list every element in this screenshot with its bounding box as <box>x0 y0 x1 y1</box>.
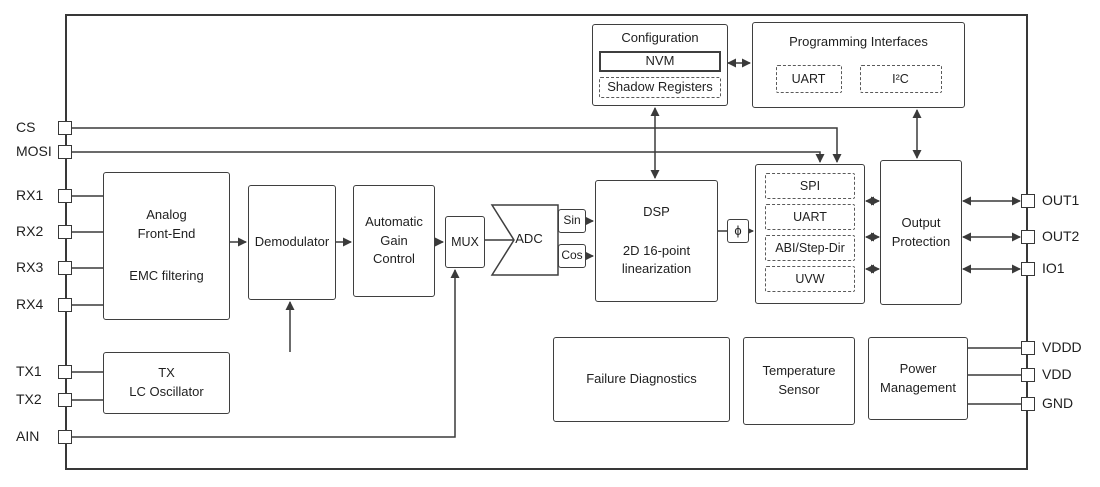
pin-rx1 <box>58 189 72 203</box>
ain-line <box>72 269 460 438</box>
tx-lc-oscillator-block: TX LC Oscillator <box>103 352 230 414</box>
pin-tx1 <box>58 365 72 379</box>
i2c-label: I²C <box>892 71 909 86</box>
mux-label: MUX <box>451 234 479 249</box>
pin-label-vdd: VDD <box>1042 366 1072 382</box>
output-protection-line1: Output <box>901 214 941 230</box>
phi-label: ϕ <box>734 222 742 238</box>
automatic-gain-control-block: Automatic Gain Control <box>353 185 435 297</box>
afe-label-line2: Front-End <box>137 225 196 241</box>
programming-interfaces-block: Programming Interfaces UART I²C <box>752 22 965 108</box>
pin-mosi <box>58 145 72 159</box>
temperature-label-line2: Sensor <box>778 382 820 397</box>
nvm-box: NVM <box>599 50 721 72</box>
dsp-block: DSP 2D 16-point linearization <box>595 180 718 302</box>
agc-label-line3: Control <box>373 251 415 267</box>
pin-io1 <box>1021 262 1035 276</box>
pin-label-rx4: RX4 <box>16 296 44 312</box>
pin-rx4 <box>58 298 72 312</box>
programming-interfaces-row: UART I²C <box>775 64 942 93</box>
pin-gnd <box>1021 397 1035 411</box>
tx-label-line1: TX <box>158 365 175 381</box>
output-interface-block: SPI UART ABI/Step-Dir UVW <box>755 164 865 304</box>
analog-front-end-block: Analog Front-End EMC filtering <box>103 172 230 320</box>
demodulator-block: Demodulator <box>248 185 336 300</box>
sin-box: Sin <box>558 209 586 233</box>
power-label-line1: Power <box>899 360 937 376</box>
pin-label-rx3: RX3 <box>16 259 44 275</box>
pin-rx2 <box>58 225 72 239</box>
pin-rx3 <box>58 261 72 275</box>
pin-label-io1: IO1 <box>1042 260 1065 276</box>
pin-label-tx1: TX1 <box>16 363 42 379</box>
spi-box: SPI <box>765 173 855 199</box>
output-protection-line2: Protection <box>891 233 951 249</box>
i2c-box: I²C <box>859 64 942 93</box>
pin-label-ain: AIN <box>16 428 40 444</box>
phi-box: ϕ <box>727 219 749 243</box>
abi-stepdir-label: ABI/Step-Dir <box>775 240 845 255</box>
programming-interfaces-title: Programming Interfaces <box>789 34 928 49</box>
demodulator-label: Demodulator <box>254 234 330 250</box>
temperature-label-line1: Temperature <box>762 363 836 379</box>
uvw-box: UVW <box>765 266 855 292</box>
agc-label-line1: Automatic <box>365 213 423 229</box>
nvm-label: NVM <box>645 52 675 68</box>
cos-label: Cos <box>561 248 583 263</box>
output-protection-block: Output Protection <box>880 160 962 305</box>
adc-label: ADC <box>515 231 543 246</box>
uart-interface-box: UART <box>765 204 855 230</box>
temperature-sensor-block: Temperature Sensor <box>743 337 855 425</box>
failure-diagnostics-label: Failure Diagnostics <box>586 371 697 387</box>
shadow-registers-label: Shadow Registers <box>607 78 713 94</box>
pin-ain <box>58 430 72 444</box>
uart-interface-label: UART <box>793 209 827 224</box>
pin-label-vddd: VDDD <box>1042 339 1082 355</box>
afe-label-line1: Analog <box>146 206 187 222</box>
dsp-label-line2: 2D 16-point <box>622 242 691 258</box>
agc-label-line2: Gain <box>380 232 408 248</box>
pin-label-out2: OUT2 <box>1042 228 1080 244</box>
pin-label-mosi: MOSI <box>16 143 52 159</box>
pin-label-tx2: TX2 <box>16 391 42 407</box>
pin-label-rx2: RX2 <box>16 223 44 239</box>
afe-label-line3: EMC filtering <box>129 268 204 284</box>
pin-label-rx1: RX1 <box>16 187 44 203</box>
uart-programming-box: UART <box>775 64 842 93</box>
uvw-label: UVW <box>795 271 825 286</box>
pin-tx2 <box>58 393 72 407</box>
pin-vdd <box>1021 368 1035 382</box>
dsp-label-line3: linearization <box>621 261 692 277</box>
power-management-block: Power Management <box>868 337 968 420</box>
sin-label: Sin <box>563 213 581 228</box>
mosi-line <box>72 151 825 163</box>
mux-block: MUX <box>445 216 485 268</box>
pin-label-gnd: GND <box>1042 395 1074 411</box>
pin-cs <box>58 121 72 135</box>
tx-label-line2: LC Oscillator <box>129 384 204 399</box>
shadow-registers-box: Shadow Registers <box>599 76 721 98</box>
spi-label: SPI <box>799 178 821 193</box>
pin-out2 <box>1021 230 1035 244</box>
pin-vddd <box>1021 341 1035 355</box>
configuration-block: Configuration NVM Shadow Registers <box>592 24 728 106</box>
pin-label-cs: CS <box>16 119 36 135</box>
pin-out1 <box>1021 194 1035 208</box>
power-label-line2: Management <box>880 379 956 395</box>
configuration-title: Configuration <box>621 30 699 45</box>
adc-shape <box>490 204 559 276</box>
uart-programming-label: UART <box>791 71 826 86</box>
cos-box: Cos <box>558 244 586 268</box>
dsp-title: DSP <box>643 203 670 219</box>
failure-diagnostics-block: Failure Diagnostics <box>553 337 730 422</box>
abi-stepdir-box: ABI/Step-Dir <box>765 235 855 261</box>
cs-line <box>72 127 842 163</box>
pin-label-out1: OUT1 <box>1042 192 1080 208</box>
